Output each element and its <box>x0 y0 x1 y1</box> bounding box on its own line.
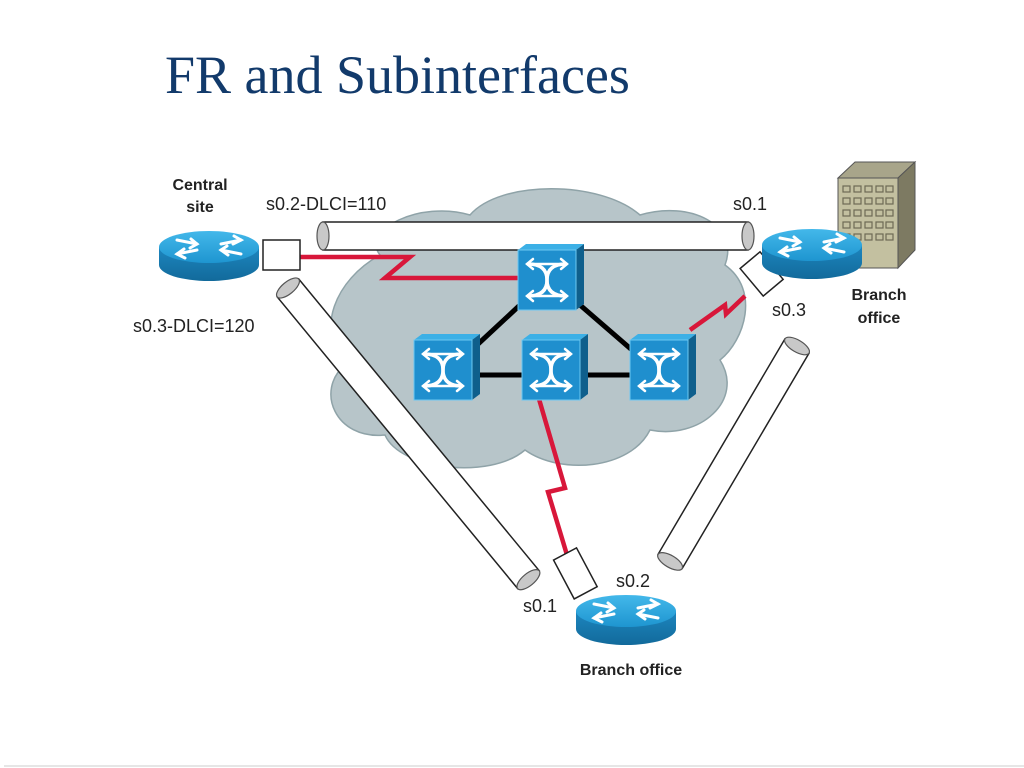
fr-link-bottom <box>536 398 570 556</box>
fr-switch-right <box>628 332 698 402</box>
branch-bottom-label: Branch office <box>580 662 682 679</box>
fr-switch-left <box>412 332 482 402</box>
interface-label-bottom-s01: s0.1 <box>523 596 557 616</box>
interface-label-bottom-s02: s0.2 <box>616 571 650 591</box>
central-site-label-line1: Central <box>172 177 227 194</box>
router-branch-right-icon <box>760 227 864 281</box>
footer-divider <box>4 765 1024 767</box>
slide-title: FR and Subinterfaces <box>165 45 630 105</box>
fr-switch-middle <box>520 332 590 402</box>
fr-link-central <box>300 254 518 281</box>
interface-label-right-s01: s0.1 <box>733 194 767 214</box>
pvc-tube-right-bottom <box>657 336 811 571</box>
interface-label-right-s03: s0.3 <box>772 300 806 320</box>
interface-label-central-s02: s0.2-DLCI=110 <box>266 194 386 214</box>
fr-link-right <box>688 294 747 332</box>
branch-right-label-line1: Branch <box>851 287 906 304</box>
branch-right-label-line2: office <box>858 310 901 327</box>
pvc-tube-central-bottom <box>275 277 541 591</box>
interface-label-central-s03: s0.3-DLCI=120 <box>133 316 255 336</box>
trunk-links <box>475 303 634 378</box>
router-branch-bottom-icon <box>574 593 678 647</box>
interface-box-central <box>262 239 301 271</box>
frame-relay-links <box>300 254 747 556</box>
fr-switch-top <box>516 242 586 312</box>
interface-box-bottom <box>552 546 599 600</box>
router-central-icon <box>157 229 261 283</box>
central-site-label-line2: site <box>186 199 214 216</box>
